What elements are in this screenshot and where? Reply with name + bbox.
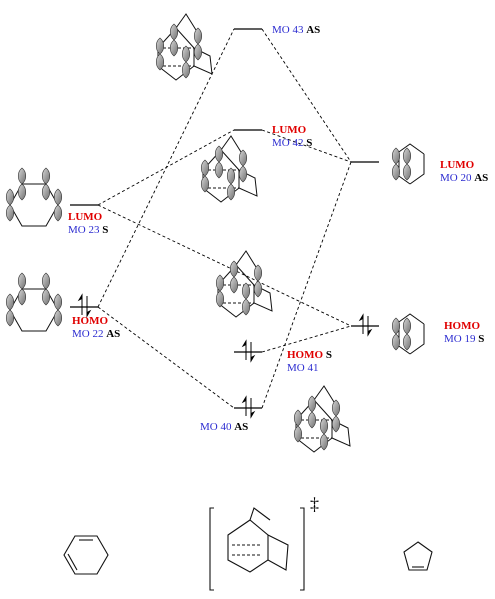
frontier-tag: LUMO: [440, 159, 475, 171]
dioxole-structure: [403, 541, 433, 571]
frontier-tag: LUMO: [272, 124, 307, 136]
frontier-tag: HOMO: [287, 349, 324, 361]
symmetry: S: [102, 224, 109, 236]
mo-number: MO 41: [287, 362, 319, 374]
mo40-electrons: [241, 395, 256, 419]
diene-lumo-orbital: [6, 168, 62, 226]
cyclohexadiene-structure: [63, 535, 109, 575]
label-diene-lumo: LUMO MO 23 S: [68, 211, 108, 237]
mo-number: MO 43: [272, 24, 304, 36]
mo-number: MO 20: [440, 172, 472, 184]
diox-homo-electrons: [358, 313, 373, 337]
mo-number: MO 42: [272, 137, 304, 149]
frontier-tag: HOMO: [444, 320, 481, 332]
label-diox-lumo: LUMO MO 20 AS: [440, 159, 488, 185]
double-dagger-symbol: ‡: [310, 494, 319, 514]
symmetry: S: [306, 137, 313, 149]
symmetry: AS: [474, 172, 489, 184]
symmetry: AS: [106, 328, 121, 340]
electron-arrows: [77, 293, 373, 419]
energy-levels: [70, 28, 379, 409]
frontier-tag: LUMO: [68, 211, 103, 223]
mo41-electrons: [241, 339, 256, 363]
symmetry: S: [478, 333, 485, 345]
mo-number: MO 40: [200, 421, 232, 433]
label-mo42: LUMO MO 42 S: [272, 124, 312, 150]
diox-lumo-orbital: [392, 144, 424, 184]
label-mo43: MO 43 AS: [272, 24, 320, 37]
mo-number: MO 23: [68, 224, 100, 236]
symmetry: AS: [306, 24, 321, 36]
label-mo40: MO 40 AS: [200, 421, 248, 434]
diene-homo-orbital: [6, 273, 62, 331]
frontier-tag: HOMO: [72, 315, 109, 327]
mo-number: MO 19: [444, 333, 476, 345]
diox-homo-orbital: [392, 314, 424, 354]
correlation-lines: [97, 28, 352, 409]
mo42-orbital: [201, 136, 257, 202]
symmetry: AS: [234, 421, 249, 433]
symmetry: S: [325, 349, 332, 361]
mo40-orbital: [294, 386, 350, 452]
label-diox-homo: HOMO MO 19 S: [444, 320, 484, 346]
mo-number: MO 22: [72, 328, 104, 340]
transition-state-structure: [209, 507, 305, 591]
label-mo41: HOMO S MO 41: [287, 349, 332, 375]
diene-homo-electrons: [77, 293, 92, 318]
label-diene-homo: HOMO MO 22 AS: [72, 315, 120, 341]
mo43-orbital: [156, 14, 212, 80]
